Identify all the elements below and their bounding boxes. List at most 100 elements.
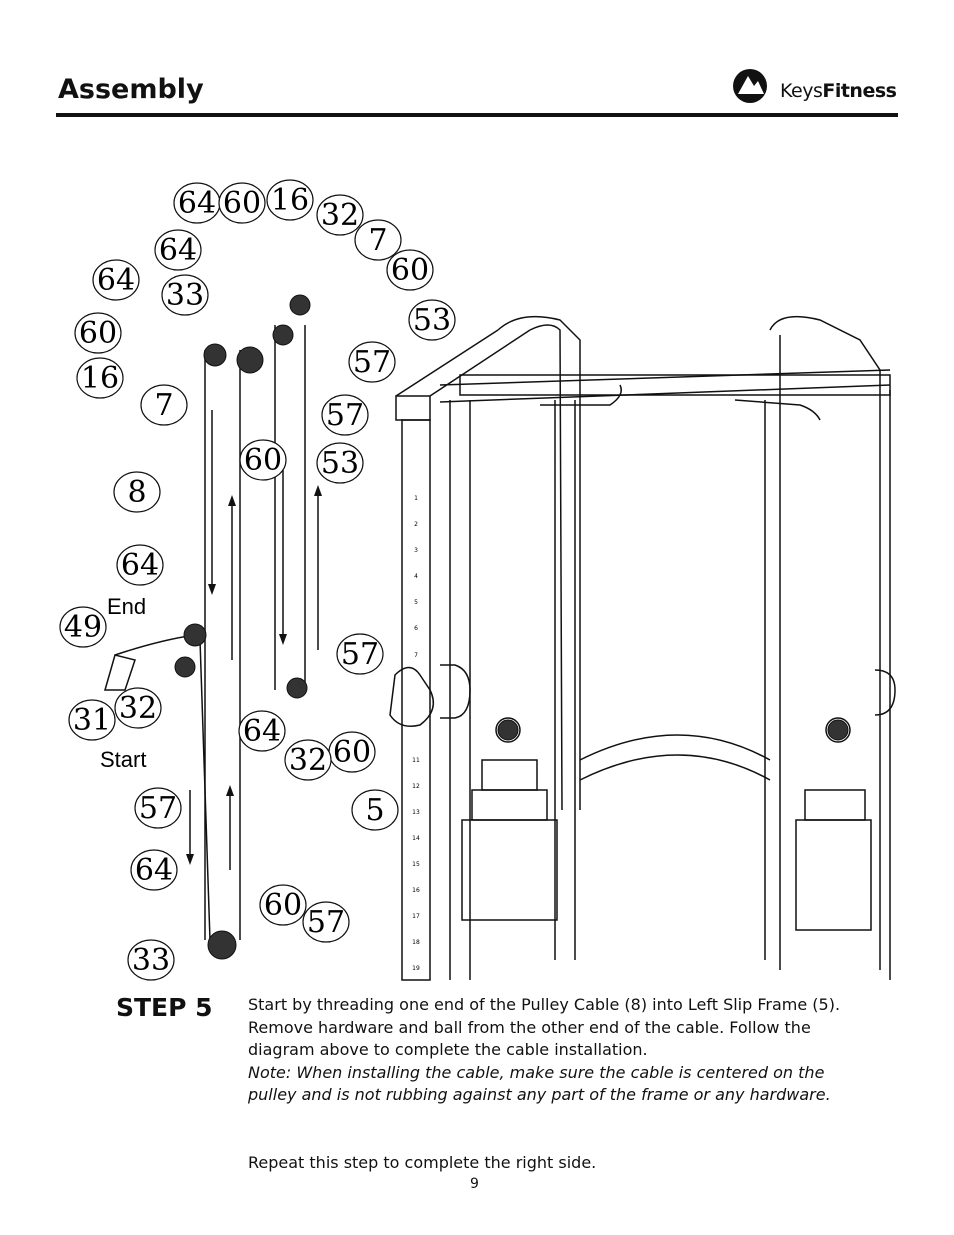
callout-number: 33	[132, 943, 170, 978]
pulley-32-lower	[286, 677, 308, 699]
callout-number: 64	[159, 233, 197, 268]
scale-number: 17	[412, 913, 420, 920]
callout-number: 32	[119, 691, 157, 726]
callout-64: 64	[130, 849, 178, 891]
callout-64: 64	[92, 259, 140, 301]
callout-16: 16	[266, 179, 314, 221]
pulley-right-stack-2	[827, 719, 849, 741]
cable-schematic	[104, 325, 319, 941]
callout-number: 32	[321, 198, 359, 233]
callout-60: 60	[386, 249, 434, 291]
pulley-33-top	[203, 343, 227, 367]
callout-number: 32	[289, 743, 327, 778]
callout-32: 32	[284, 739, 332, 781]
callout-number: 57	[353, 345, 391, 380]
callout-number: 49	[64, 610, 102, 645]
callout-number: 64	[135, 853, 173, 888]
callout-7: 7	[140, 384, 188, 426]
callout-number: 60	[333, 735, 371, 770]
direction-arrows	[186, 485, 322, 865]
callout-57: 57	[134, 787, 182, 829]
callout-64: 64	[154, 229, 202, 271]
callout-31: 31	[68, 699, 116, 741]
scale-number: 18	[412, 939, 420, 946]
scale-number: 16	[412, 887, 420, 894]
callout-number: 60	[244, 443, 282, 478]
callout-number: 60	[264, 888, 302, 923]
callout-49: 49	[59, 606, 107, 648]
scale-number: 11	[412, 757, 420, 764]
callout-60: 60	[74, 312, 122, 354]
brand-part-2: Fitness	[822, 80, 897, 102]
callout-number: 33	[166, 278, 204, 313]
callout-number: 7	[368, 223, 387, 258]
callout-16: 16	[76, 357, 124, 399]
brand-logo-text: KeysFitness	[780, 80, 897, 102]
scale-number: 12	[412, 783, 420, 790]
scale-number: 7	[414, 652, 418, 659]
scale-number: 19	[412, 965, 420, 972]
scale-number: 15	[412, 861, 420, 868]
callout-number: 16	[81, 361, 119, 396]
pulley-start	[174, 656, 196, 678]
callout-5: 5	[351, 789, 399, 831]
callout-64: 64	[116, 544, 164, 586]
callout-number: 53	[413, 303, 451, 338]
callout-number: 5	[365, 793, 384, 828]
machine-frame-drawing	[389, 315, 896, 981]
callout-8: 8	[113, 471, 161, 513]
callout-60: 60	[239, 439, 287, 481]
callout-53: 53	[316, 442, 364, 484]
callout-32: 32	[316, 194, 364, 236]
callout-number: 57	[326, 398, 364, 433]
callout-33: 33	[127, 939, 175, 981]
callout-number: 31	[73, 703, 111, 738]
label-end: End	[107, 594, 146, 619]
callout-number: 57	[341, 637, 379, 672]
repeat-instruction: Repeat this step to complete the right s…	[248, 1153, 597, 1172]
label-start: Start	[100, 747, 146, 772]
callout-32: 32	[114, 687, 162, 729]
scale-number: 1	[414, 495, 418, 502]
page-title: Assembly	[58, 74, 204, 105]
scale-number: 3	[414, 547, 418, 554]
callout-33: 33	[161, 274, 209, 316]
brand-part-1: Keys	[780, 80, 823, 102]
callout-57: 57	[321, 394, 369, 436]
callout-number: 64	[97, 263, 135, 298]
header-rule	[56, 113, 898, 117]
callout-60: 60	[328, 731, 376, 773]
step-instructions: Start by threading one end of the Pulley…	[248, 994, 868, 1107]
callout-64: 64	[173, 182, 221, 224]
callout-number: 64	[243, 714, 281, 749]
callout-number: 64	[121, 548, 159, 583]
callout-number: 60	[79, 316, 117, 351]
keysfitness-logo-icon	[733, 69, 767, 103]
callout-number: 8	[127, 475, 146, 510]
callout-60: 60	[259, 884, 307, 926]
pulley-large-top	[236, 346, 264, 374]
callout-number: 57	[139, 791, 177, 826]
callout-number: 16	[271, 183, 309, 218]
callout-57: 57	[302, 901, 350, 943]
callout-53: 53	[408, 299, 456, 341]
scale-number: 14	[412, 835, 420, 842]
callout-number: 57	[307, 905, 345, 940]
callout-7: 7	[354, 219, 402, 261]
pulley-end	[183, 623, 207, 647]
scale-number: 4	[414, 573, 418, 580]
callout-number: 53	[321, 446, 359, 481]
scale-number: 2	[414, 521, 418, 528]
scale-number: 5	[414, 599, 418, 606]
step-note: Note: When installing the cable, make su…	[248, 1062, 831, 1105]
step-text: Start by threading one end of the Pulley…	[248, 995, 841, 1060]
pulley-middle	[272, 324, 294, 346]
callout-number: 64	[178, 186, 216, 221]
scale-number: 13	[412, 809, 420, 816]
callout-57: 57	[348, 341, 396, 383]
step-label: STEP 5	[116, 993, 213, 1022]
callout-64: 64	[238, 710, 286, 752]
